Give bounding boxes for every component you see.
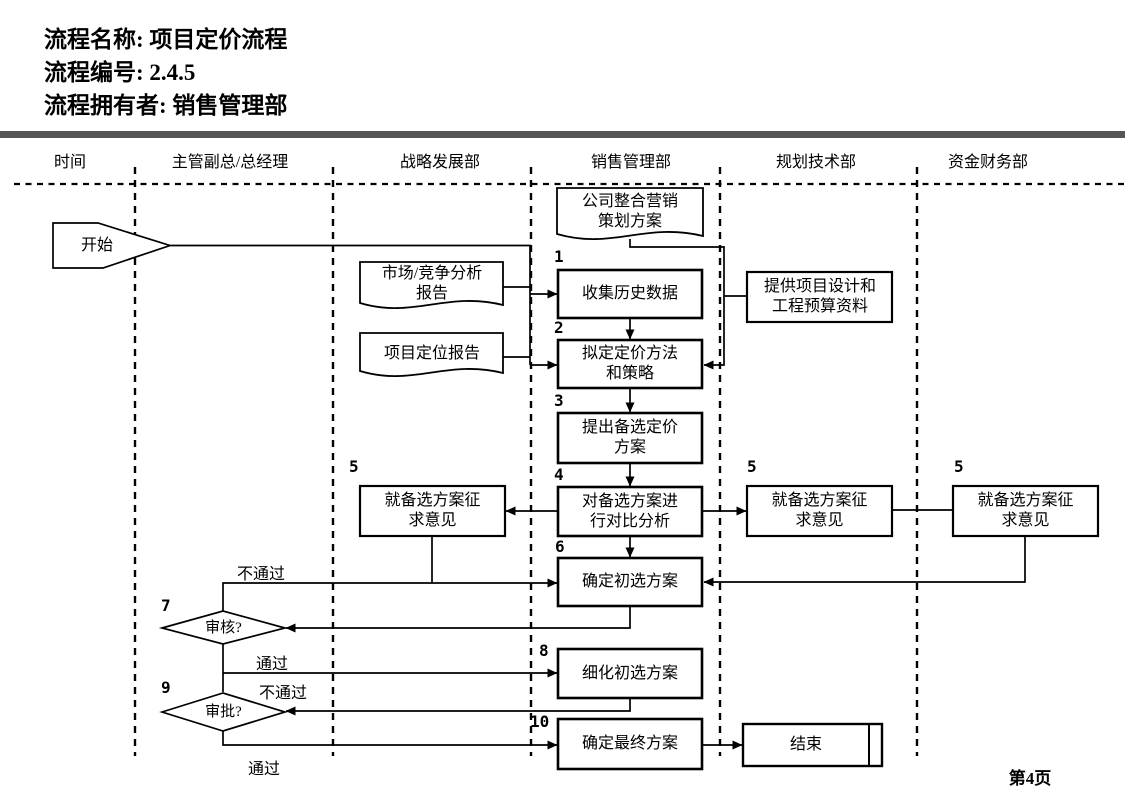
- lane-grid: [14, 167, 1125, 756]
- step9-label: 审批?: [205, 703, 242, 720]
- process-number-title: 流程编号: 2.4.5: [44, 60, 196, 85]
- step2-number: 2: [554, 318, 564, 337]
- step9-number: 9: [161, 678, 171, 697]
- step6-label: 确定初选方案: [581, 573, 678, 590]
- edge-label-pass2: 通过: [247, 761, 280, 778]
- connectors: [170, 239, 1026, 750]
- lane-header-time: 时间: [53, 154, 86, 171]
- lane-header-planning: 规划技术部: [775, 154, 856, 171]
- end-shape: [741, 722, 884, 768]
- edge-pass2-into-step10: [222, 731, 558, 750]
- edge-fail1-into-step6: [222, 578, 558, 611]
- end-label: 结束: [789, 736, 822, 753]
- edge-step8-step9: [285, 698, 631, 716]
- edge-doc-marketing-into-step2: [629, 239, 725, 370]
- process-name-title: 流程名称: 项目定价流程: [44, 27, 288, 52]
- step8-shape: [556, 647, 704, 700]
- step4-number: 4: [554, 465, 564, 484]
- doc-market-analysis-label: 市场/竞争分析 报告: [381, 265, 483, 302]
- step5-strategy-label: 就备选方案征 求意见: [384, 492, 481, 529]
- step9-decision-shape: [159, 692, 288, 732]
- edge-step6-step7: [285, 606, 631, 633]
- edge-label-fail2: 不通过: [258, 685, 307, 702]
- doc-positioning-label: 项目定位报告: [383, 345, 480, 362]
- step5-planning-number: 5: [747, 457, 757, 476]
- edge-start-junction: [170, 244, 531, 365]
- step5-finance-number: 5: [954, 457, 964, 476]
- start-label: 开始: [80, 236, 113, 254]
- doc-marketing-plan-shape: [556, 187, 704, 241]
- start-shape: [52, 222, 173, 269]
- step3-label: 提出备选定价 方案: [581, 419, 678, 456]
- doc-market-analysis-shape: [359, 261, 504, 310]
- step6-shape: [556, 556, 704, 608]
- step5-planning-label: 就备选方案征 求意见: [771, 492, 868, 529]
- step10-shape: [556, 717, 704, 771]
- edge-step5-finance-step6: [703, 536, 1026, 587]
- lane-header-strategy: 战略发展部: [399, 154, 480, 171]
- step7-decision-shape: [158, 610, 289, 645]
- lane-header-sales: 销售管理部: [590, 154, 671, 171]
- lane-header-finance: 资金财务部: [947, 154, 1028, 171]
- doc-marketing-plan-label: 公司整合营销 策划方案: [581, 193, 678, 230]
- step10-label: 确定最终方案: [581, 735, 678, 752]
- step8-number: 8: [539, 641, 549, 660]
- step1-number: 1: [554, 247, 564, 266]
- step1-label: 收集历史数据: [581, 285, 678, 302]
- process-owner-title: 流程拥有者: 销售管理部: [44, 93, 288, 118]
- step4-shape: [556, 485, 704, 538]
- step10-number: 10: [530, 712, 550, 731]
- step2-shape: [556, 338, 704, 390]
- lane-header-gm: 主管副总/总经理: [171, 154, 289, 171]
- step8-label: 细化初选方案: [581, 664, 678, 682]
- step7-number: 7: [161, 596, 171, 615]
- edge-label-pass1: 通过: [255, 656, 288, 673]
- step5-strategy-number: 5: [349, 457, 359, 476]
- step3-number: 3: [554, 391, 564, 410]
- step7-label: 审核?: [205, 619, 242, 636]
- step5-finance-shape: [951, 484, 1100, 538]
- doc-positioning-shape: [359, 332, 504, 378]
- support-design-shape: [745, 270, 894, 324]
- step5-planning-shape: [745, 484, 894, 538]
- step5-strategy-shape: [358, 484, 507, 538]
- page-number: 第4页: [1008, 769, 1052, 788]
- header-divider-bar: [0, 131, 1125, 138]
- support-design-label: 提供项目设计和 工程预算资料: [763, 278, 876, 315]
- step2-label: 拟定定价方法 和策略: [581, 345, 678, 382]
- step4-label: 对备选方案进 行对比分析: [581, 492, 678, 530]
- step6-number: 6: [555, 537, 565, 556]
- step3-shape: [556, 411, 704, 465]
- edge-label-fail1: 不通过: [236, 566, 285, 583]
- step1-shape: [556, 268, 704, 320]
- step5-finance-label: 就备选方案征 求意见: [977, 492, 1074, 529]
- node-shapes: [52, 187, 1100, 771]
